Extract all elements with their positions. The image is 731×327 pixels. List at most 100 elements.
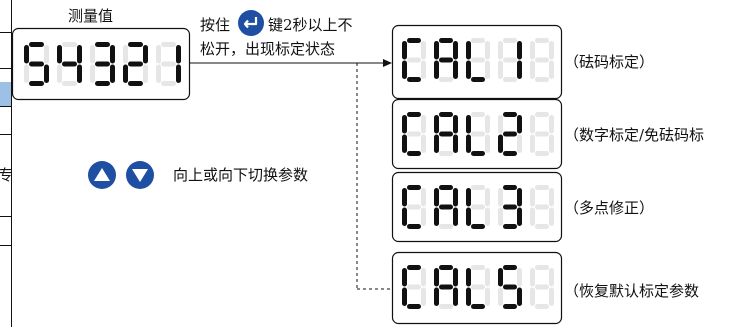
segment-unlit [517,134,522,153]
segment-unlit [485,115,490,134]
segment-lit [453,207,458,226]
cal-display [391,24,563,100]
segment-lit [29,42,44,47]
display-digit-blank [530,112,554,156]
main-display-digits [24,42,181,86]
hold-instruction-suffix: 键2秒以上不 [268,16,353,34]
display-digit [466,38,490,82]
cal-mode-desc: （恢复默认标定参数 [564,282,700,300]
segment-lit [439,57,453,63]
segment-lit [128,81,143,86]
segment-unlit [549,134,554,153]
segment-lit [402,207,407,226]
segment-unlit [485,134,490,153]
segment-unlit [530,287,535,306]
segment-unlit [498,41,503,60]
segment-lit [453,60,458,79]
cal-display [391,98,563,170]
segment-lit [439,112,453,117]
segment-lit [466,207,471,226]
segment-lit [434,115,439,134]
segment-lit [123,64,128,83]
segment-unlit [535,131,549,137]
display-digit [90,42,115,86]
segment-unlit [421,41,426,60]
cal-display-digits [402,112,554,156]
segment-unlit [485,60,490,79]
cal-display-digits [402,265,554,309]
segment-lit [176,64,181,83]
page-edge-line [11,0,12,327]
segment-unlit [503,57,517,63]
segment-lit [110,45,115,64]
segment-lit [407,77,421,82]
display-digit-blank [530,185,554,229]
segment-lit [453,115,458,134]
segment-lit [498,134,503,153]
segment-lit [57,45,62,64]
segment-unlit [498,60,503,79]
segment-lit [466,41,471,60]
segment-unlit [498,207,503,226]
segment-unlit [421,134,426,153]
segment-lit [128,42,143,47]
page-edge-tick [0,245,11,246]
segment-unlit [439,77,453,82]
segment-unlit [498,188,503,207]
segment-unlit [44,45,49,64]
segment-unlit [421,115,426,134]
display-digit [466,112,490,156]
up-arrow-icon [87,160,117,194]
down-arrow-icon [125,160,155,194]
display-digit-blank [530,265,554,309]
cal-display-digits [402,185,554,229]
segment-unlit [549,60,554,79]
segment-unlit [530,60,535,79]
segment-lit [517,287,522,306]
enter-key-icon [237,9,265,41]
segment-lit [466,115,471,134]
segment-lit [471,224,485,229]
page-edge-tick [0,134,11,135]
display-digit [498,38,522,82]
segment-lit [143,45,148,64]
segment-unlit [407,284,421,290]
segment-unlit [530,41,535,60]
segment-unlit [161,42,176,47]
segment-unlit [407,131,421,137]
segment-unlit [549,115,554,134]
segment-lit [471,151,485,156]
display-digit [402,185,426,229]
measure-label: 测量值 [68,7,114,25]
segment-unlit [439,224,453,229]
segment-unlit [549,188,554,207]
segment-unlit [471,284,485,290]
segment-lit [95,42,110,47]
segment-unlit [485,41,490,60]
cal-display [391,251,563,325]
segment-lit [498,268,503,287]
segment-unlit [535,265,549,270]
display-digit [466,185,490,229]
segment-lit [434,207,439,226]
cal-mode-desc: （砝码标定） [564,53,655,71]
segment-lit [402,41,407,60]
segment-lit [503,304,517,309]
segment-unlit [161,61,176,67]
display-digit [466,265,490,309]
page-edge-highlight [0,82,11,106]
segment-unlit [549,207,554,226]
segment-lit [402,134,407,153]
segment-lit [95,61,110,67]
segment-lit [503,112,517,117]
segment-unlit [498,287,503,306]
segment-lit [434,268,439,287]
segment-unlit [421,287,426,306]
segment-unlit [156,45,161,64]
display-digit [434,112,458,156]
segment-lit [439,284,453,290]
display-digit [402,38,426,82]
segment-lit [24,45,29,64]
segment-lit [439,185,453,190]
